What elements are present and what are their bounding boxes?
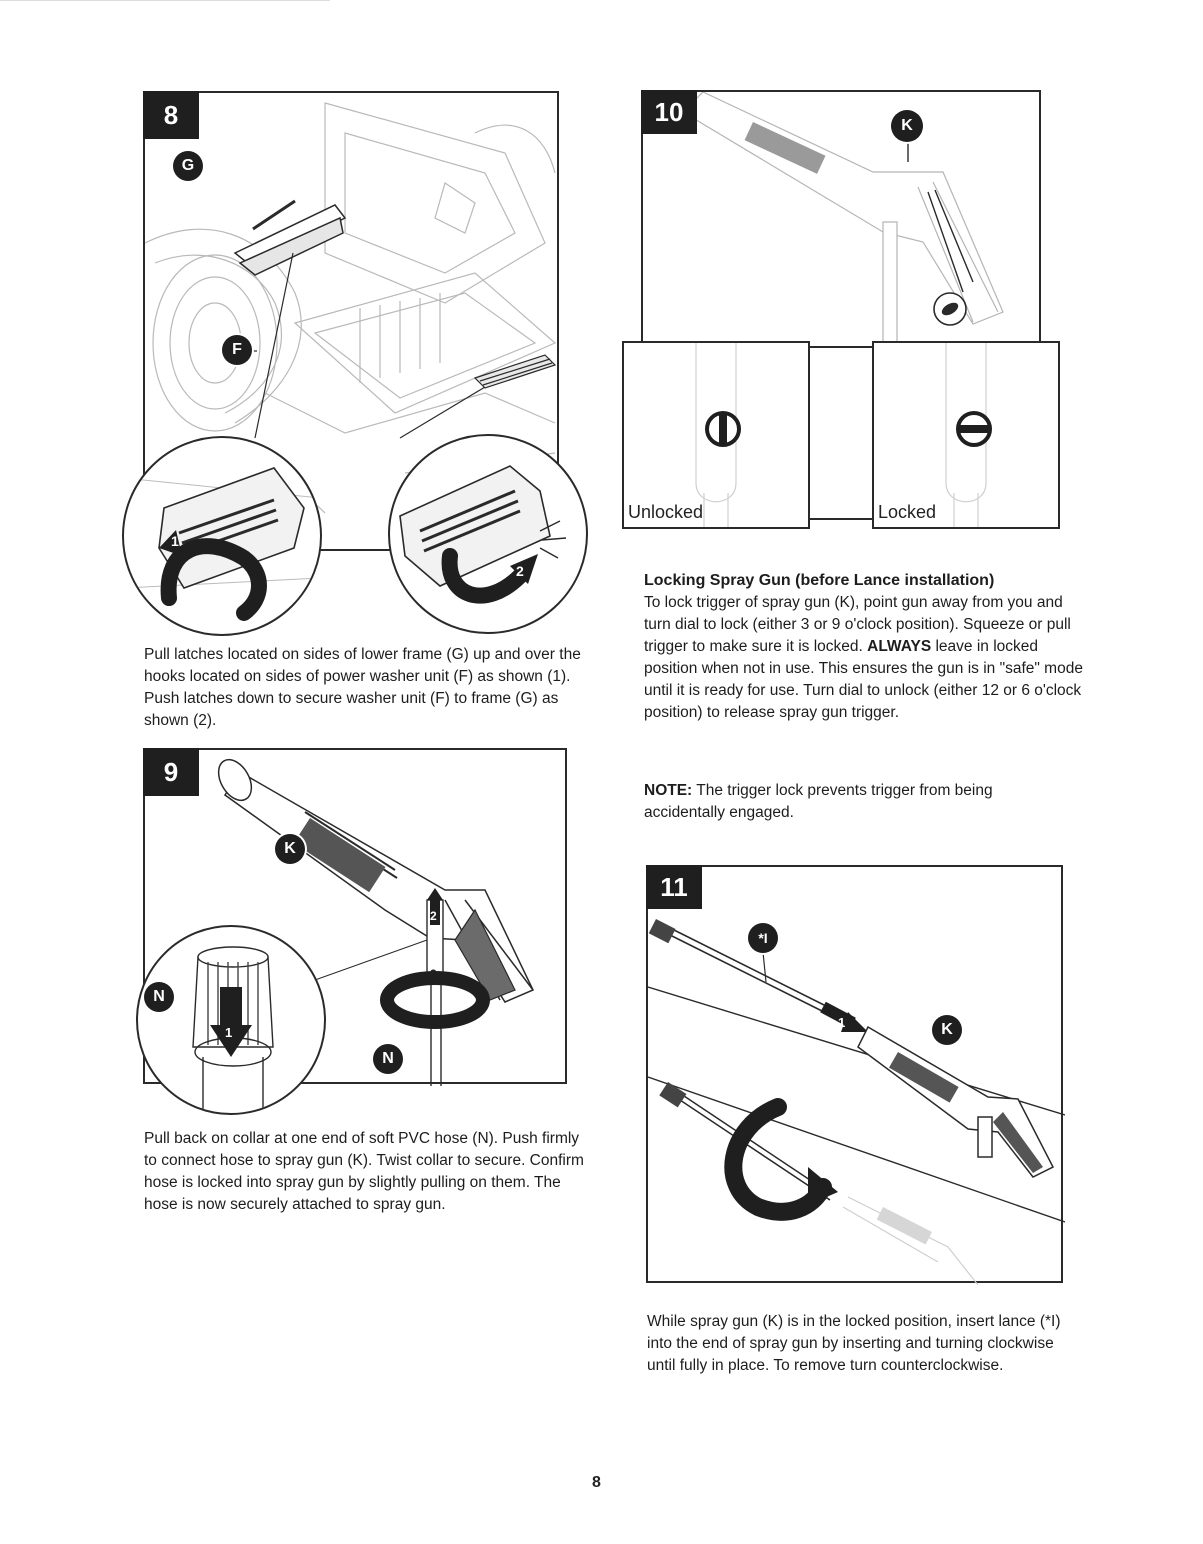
step11-instructions: While spray gun (K) is in the locked pos… bbox=[647, 1313, 1061, 1374]
step10-badge: 10 bbox=[641, 90, 697, 134]
inset-connector bbox=[810, 518, 874, 520]
step8-zoom-right: 2 bbox=[388, 434, 588, 634]
page-number: 8 bbox=[592, 1474, 601, 1491]
step10-note: NOTE: The trigger lock prevents trigger … bbox=[644, 780, 1064, 824]
callout-f: F bbox=[222, 335, 252, 365]
top-hairline bbox=[0, 0, 330, 1]
step8-zoom-left: 1 bbox=[122, 436, 322, 636]
step9-instructions: Pull back on collar at one end of soft P… bbox=[144, 1130, 584, 1213]
unlocked-label: Unlocked bbox=[628, 502, 704, 522]
step11-arrow-label-2: 2 bbox=[796, 1180, 803, 1195]
step8-arrow-label-2: 2 bbox=[516, 563, 524, 579]
inset-unlocked: Unlocked bbox=[622, 341, 810, 529]
callout-k-step9: K bbox=[275, 834, 305, 864]
callout-lance: *I bbox=[748, 923, 778, 953]
note-label: NOTE: bbox=[644, 782, 693, 799]
step8-zoom-left-art: 1 bbox=[124, 467, 320, 621]
step8-instructions: Pull latches located on sides of lower f… bbox=[144, 646, 581, 729]
step11-illustration: 1 2 bbox=[648, 919, 1065, 1285]
callout-g: G bbox=[173, 151, 203, 181]
step10-illustration bbox=[682, 92, 1004, 350]
callout-n-step9b: N bbox=[373, 1044, 403, 1074]
step10-figure: 10 K bbox=[641, 90, 1041, 350]
locked-dial-art bbox=[945, 343, 992, 527]
callout-k-step10: K bbox=[891, 110, 923, 142]
step11-figure: 1 2 11 *I K bbox=[646, 865, 1065, 1285]
step9-badge: 9 bbox=[143, 748, 199, 796]
step9-zoom-arrow-label: 1 bbox=[225, 1025, 232, 1040]
locked-label: Locked bbox=[878, 502, 937, 522]
step10-body-part1: To lock trigger of spray gun (K), point … bbox=[644, 594, 1071, 655]
step11-badge: 11 bbox=[646, 865, 702, 909]
unlocked-dial-art bbox=[695, 343, 741, 527]
step9-zoom: 1 bbox=[136, 925, 326, 1115]
step10-heading: Locking Spray Gun (before Lance installa… bbox=[644, 572, 995, 589]
callout-n-step9a: N bbox=[144, 982, 174, 1012]
note-text: The trigger lock prevents trigger from b… bbox=[644, 782, 993, 821]
step8-badge: 8 bbox=[143, 91, 199, 139]
step9-zoom-art: 1 bbox=[192, 946, 274, 1113]
callout-k-step11: K bbox=[932, 1015, 962, 1045]
step9-illustration: 2 2 bbox=[217, 758, 535, 1086]
step10-body-always: ALWAYS bbox=[867, 638, 932, 655]
inset-locked: Locked bbox=[872, 341, 1060, 529]
step10-body-part2: leave in locked position when not in use… bbox=[644, 638, 1083, 721]
step10-body: To lock trigger of spray gun (K), point … bbox=[644, 592, 1084, 724]
step9-arrow-label-1: 2 bbox=[430, 909, 437, 923]
step11-arrow-label-1: 1 bbox=[838, 1015, 845, 1030]
step8-illustration bbox=[145, 102, 557, 514]
step8-zoom-right-art: 2 bbox=[399, 465, 567, 604]
step8-arrow-label-1: 1 bbox=[171, 533, 179, 549]
step10-section: Locking Spray Gun (before Lance installa… bbox=[644, 570, 1084, 724]
